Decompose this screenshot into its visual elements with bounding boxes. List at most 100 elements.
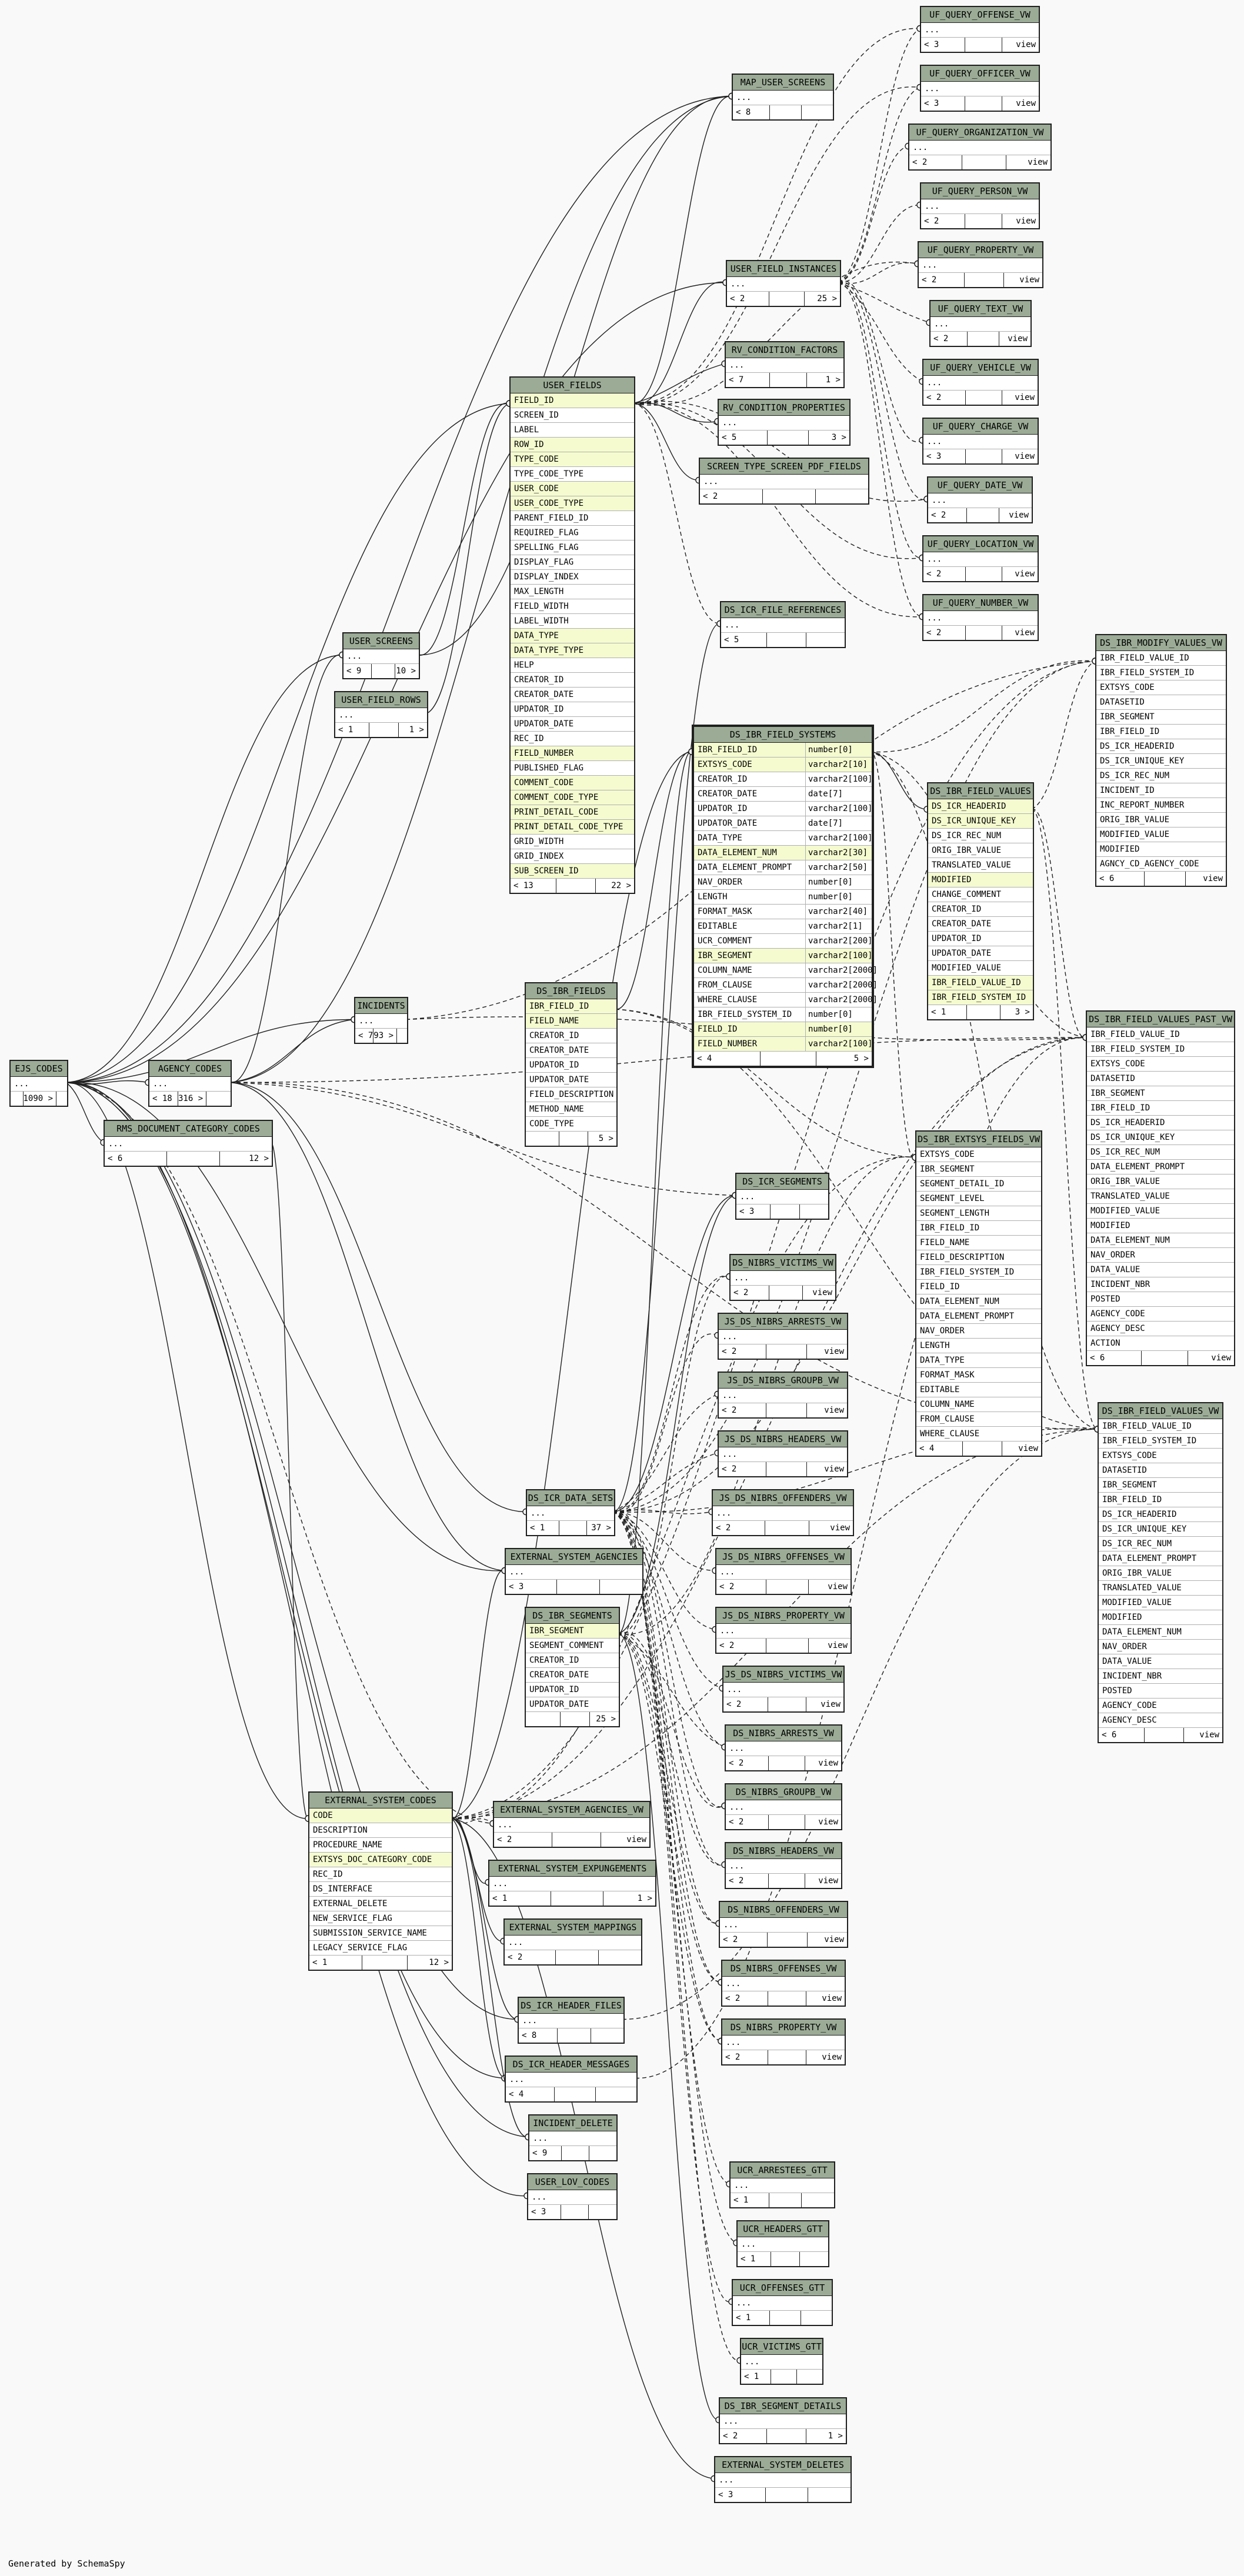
column-row[interactable]: METHOD_NAME xyxy=(526,1102,616,1117)
table-ucr-victims-gtt[interactable]: UCR_VICTIMS_GTT...< 1 xyxy=(740,2338,823,2385)
column-row[interactable]: SEGMENT_LENGTH xyxy=(916,1206,1041,1221)
table-name[interactable]: UF_QUERY_OFFICER_VW xyxy=(921,66,1039,82)
column-row[interactable]: ... xyxy=(494,1818,649,1833)
column-row[interactable]: UPDATOR_DATE xyxy=(526,1073,616,1087)
table-name[interactable]: UCR_ARRESTEES_GTT xyxy=(731,2163,834,2178)
column-row[interactable]: GRID_WIDTH xyxy=(511,835,634,849)
table-name[interactable]: UCR_OFFENSES_GTT xyxy=(733,2280,832,2296)
column-row[interactable]: USER_CODE xyxy=(511,482,634,496)
table-ejs-codes[interactable]: EJS_CODES...1090 > xyxy=(9,1060,68,1107)
column-row[interactable]: DISPLAY_FLAG xyxy=(511,555,634,570)
table-name[interactable]: USER_FIELD_ROWS xyxy=(335,692,427,708)
column-row[interactable]: ... xyxy=(726,1741,841,1756)
column-row[interactable]: DS_ICR_UNIQUE_KEY xyxy=(1099,1522,1222,1537)
table-name[interactable]: DS_NIBRS_VICTIMS_VW xyxy=(731,1255,835,1271)
column-row[interactable]: IBR_FIELD_VALUE_ID xyxy=(1096,651,1226,666)
column-row[interactable]: SPELLING_FLAG xyxy=(511,540,634,555)
column-row[interactable]: SUBMISSION_SERVICE_NAME xyxy=(309,1926,452,1941)
column-row[interactable]: ... xyxy=(726,1859,841,1874)
column-row[interactable]: DATA_TYPE xyxy=(511,629,634,643)
column-row[interactable]: MODIFIED_VALUE xyxy=(1096,827,1226,842)
column-row[interactable]: ORIG_IBR_VALUE xyxy=(928,843,1033,858)
column-row[interactable]: TYPE_CODE xyxy=(511,452,634,467)
column-row[interactable]: DATASETID xyxy=(1096,695,1226,710)
column-row[interactable]: UPDATOR_DATE xyxy=(928,946,1033,961)
column-row[interactable]: DS_ICR_HEADERID xyxy=(1096,739,1226,754)
column-row[interactable]: EXTSYS_CODE xyxy=(916,1147,1041,1162)
table-name[interactable]: DS_ICR_DATA_SETS xyxy=(527,1490,614,1506)
column-row[interactable]: UPDATOR_DATE xyxy=(526,1697,619,1712)
table-name[interactable]: DS_NIBRS_ARRESTS_VW xyxy=(726,1726,841,1741)
column-row[interactable]: WHERE_CLAUSE xyxy=(916,1427,1041,1442)
column-row[interactable]: EXTSYS_CODE xyxy=(1087,1057,1234,1072)
table-name[interactable]: DS_IBR_MODIFY_VALUES_VW xyxy=(1096,635,1226,651)
table-name[interactable]: EXTERNAL_SYSTEM_DELETES xyxy=(715,2457,851,2473)
table-name[interactable]: UF_QUERY_CHARGE_VW xyxy=(923,419,1038,435)
table-name[interactable]: DS_NIBRS_PROPERTY_VW xyxy=(722,2020,845,2036)
column-row[interactable]: FIELD_ID xyxy=(916,1280,1041,1294)
column-row[interactable]: POSTED xyxy=(1099,1684,1222,1699)
column-row[interactable]: IBR_SEGMENT xyxy=(1099,1478,1222,1493)
table-name[interactable]: INCIDENTS xyxy=(355,998,407,1014)
table-screen-type-screen-pdf-fields[interactable]: SCREEN_TYPE_SCREEN_PDF_FIELDS...< 2 xyxy=(699,458,869,505)
column-row[interactable]: COLUMN_NAME xyxy=(916,1397,1041,1412)
column-row[interactable]: HELP xyxy=(511,658,634,673)
column-row[interactable]: FIELD_DESCRIPTION xyxy=(916,1250,1041,1265)
column-row[interactable]: IBR_SEGMENT xyxy=(916,1162,1041,1177)
table-name[interactable]: JS_DS_NIBRS_HEADERS_VW xyxy=(719,1432,847,1447)
column-row[interactable]: IBR_FIELD_SYSTEM_ID xyxy=(1096,666,1226,680)
column-row[interactable]: FIELD_WIDTH xyxy=(511,599,634,614)
column-row[interactable]: ... xyxy=(726,358,843,373)
table-name[interactable]: UF_QUERY_ORGANIZATION_VW xyxy=(909,125,1050,141)
column-row[interactable]: IBR_SEGMENT xyxy=(1087,1086,1234,1101)
column-row[interactable]: COMMENT_CODE_TYPE xyxy=(511,790,634,805)
column-row[interactable]: FORMAT_MASK xyxy=(916,1368,1041,1383)
column-row[interactable]: ... xyxy=(506,1565,642,1580)
column-row[interactable]: DATA_ELEMENT_PROMPT xyxy=(1099,1551,1222,1566)
column-row[interactable]: ... xyxy=(736,1190,828,1204)
column-row[interactable]: EXTERNAL_DELETE xyxy=(309,1897,452,1911)
table-name[interactable]: EXTERNAL_SYSTEM_AGENCIES xyxy=(506,1549,642,1565)
column-row[interactable]: DS_ICR_REC_NUM xyxy=(1087,1145,1234,1160)
column-row[interactable]: ... xyxy=(528,2190,616,2205)
column-row[interactable]: DATA_ELEMENT_PROMPT xyxy=(1087,1160,1234,1174)
column-row[interactable]: CREATOR_ID xyxy=(526,1029,616,1043)
column-row[interactable]: COMMENT_CODE xyxy=(511,776,634,790)
column-row[interactable]: CREATOR_ID xyxy=(511,673,634,688)
column-row[interactable]: CREATOR_ID xyxy=(526,1653,619,1668)
column-row[interactable]: ... xyxy=(923,435,1038,449)
table-name[interactable]: UF_QUERY_NUMBER_VW xyxy=(923,595,1038,611)
table-name[interactable]: UF_QUERY_TEXT_VW xyxy=(931,301,1030,317)
table-name[interactable]: DS_IBR_EXTSYS_FIELDS_VW xyxy=(916,1132,1041,1147)
column-row[interactable]: ... xyxy=(923,611,1038,626)
column-row[interactable]: MODIFIED xyxy=(1087,1219,1234,1233)
column-row[interactable]: IBR_FIELD_SYSTEM_ID xyxy=(928,990,1033,1005)
